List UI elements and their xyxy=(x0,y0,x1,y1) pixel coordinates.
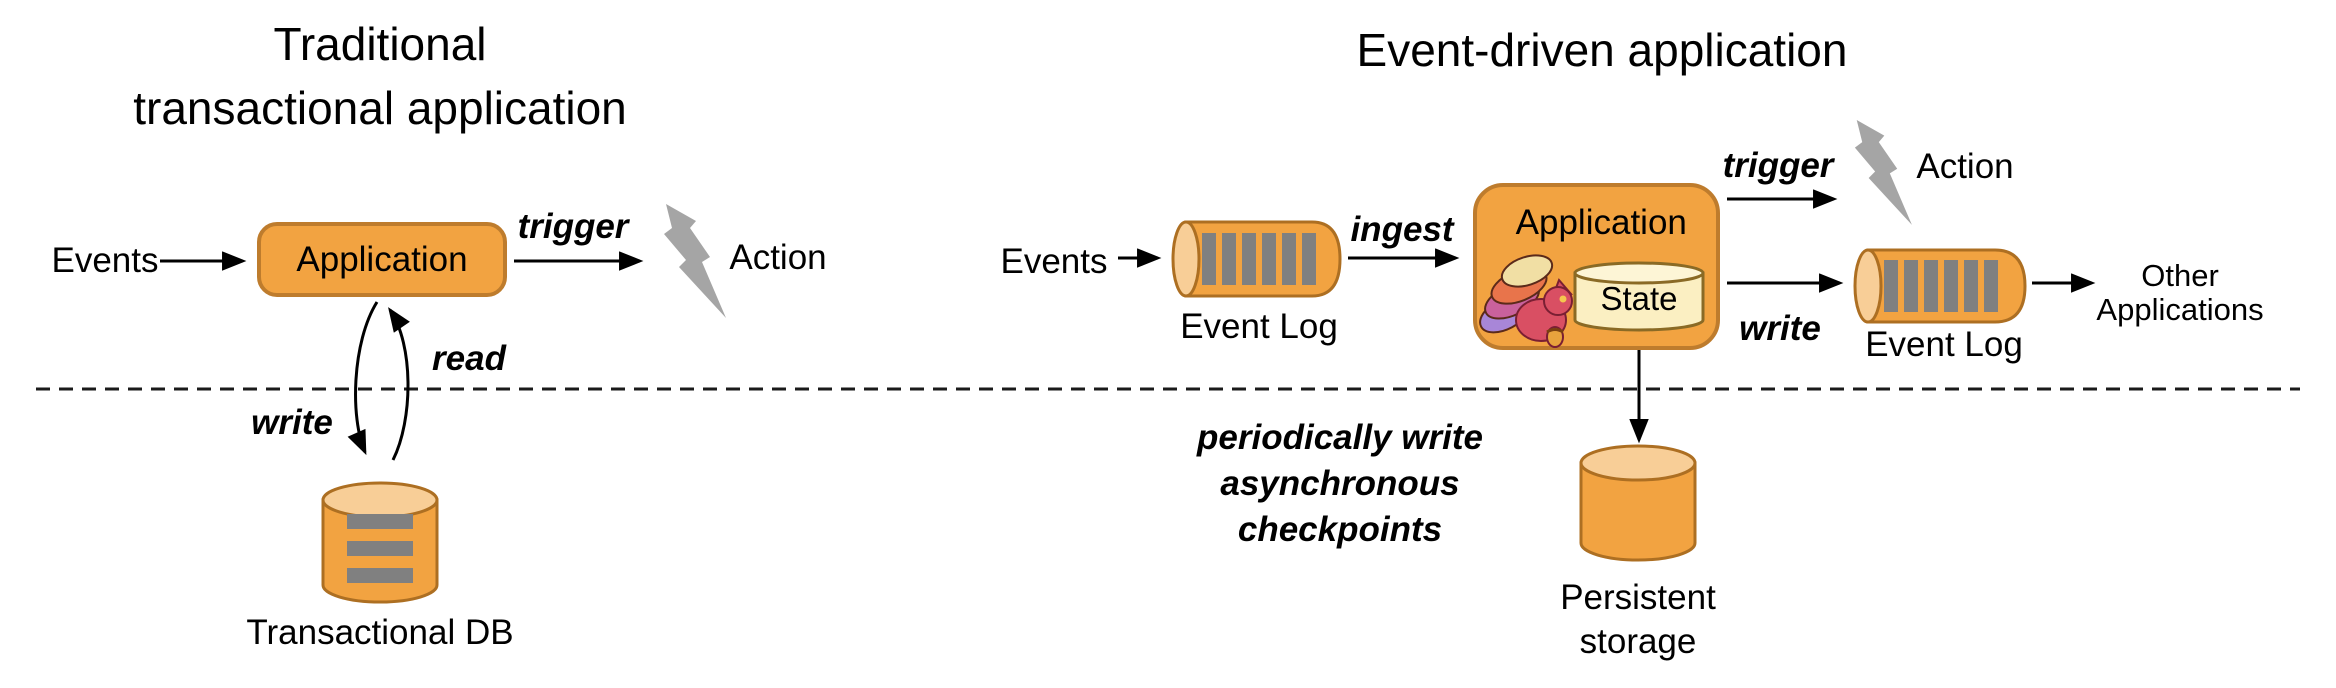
state-cylinder-icon xyxy=(1573,261,1705,332)
event-log-queue-icon xyxy=(1171,220,1342,298)
title-traditional: Traditional transactional application xyxy=(80,12,680,140)
state-label: State xyxy=(1600,279,1678,317)
event-log-out-label: Event Log xyxy=(1865,324,2023,364)
lightning-bolt-icon xyxy=(664,204,726,318)
checkpoint-note-line: periodically write xyxy=(1197,418,1483,457)
read-label: read xyxy=(432,338,506,378)
arrow-write-to-db xyxy=(347,301,379,456)
write-label: write xyxy=(1739,308,1821,348)
other-applications-label: Other Applications xyxy=(2096,257,2264,327)
flink-squirrel-logo xyxy=(1479,254,1573,348)
title-event-driven: Event-driven application xyxy=(1356,24,1848,76)
action-label: Action xyxy=(1916,146,2014,186)
trigger-label: trigger xyxy=(517,206,629,246)
lightning-bolt-icon xyxy=(1854,120,1912,225)
arrow-read-from-db xyxy=(388,307,410,461)
ingest-label: ingest xyxy=(1350,209,1454,249)
checkpoint-note: periodically write asynchronous checkpoi… xyxy=(1197,415,1483,553)
title-line: transactional application xyxy=(133,82,627,134)
checkpoint-note-line: asynchronous xyxy=(1220,464,1460,503)
application-node-left: Application xyxy=(257,222,507,297)
events-label: Events xyxy=(51,240,159,280)
application-label: Application xyxy=(1515,202,1687,242)
event-log-in-label: Event Log xyxy=(1180,306,1338,346)
persistent-storage-line: Persistent xyxy=(1560,578,1716,617)
transactional-db-label: Transactional DB xyxy=(246,612,514,652)
write-label: write xyxy=(251,402,333,442)
title-line: Traditional xyxy=(273,18,487,70)
checkpoint-note-line: checkpoints xyxy=(1237,510,1443,549)
persistent-storage-line: storage xyxy=(1579,622,1697,661)
database-cylinder-icon xyxy=(321,481,439,604)
events-label: Events xyxy=(1000,241,1108,281)
trigger-label: trigger xyxy=(1722,145,1834,185)
action-label: Action xyxy=(729,237,827,277)
database-cylinder-icon xyxy=(1579,444,1697,562)
persistent-storage-label: Persistent storage xyxy=(1560,576,1716,664)
other-applications-line: Applications xyxy=(2096,292,2264,327)
other-applications-line: Other xyxy=(2141,257,2219,293)
event-log-queue-icon xyxy=(1853,248,2027,324)
application-label: Application xyxy=(296,239,468,279)
